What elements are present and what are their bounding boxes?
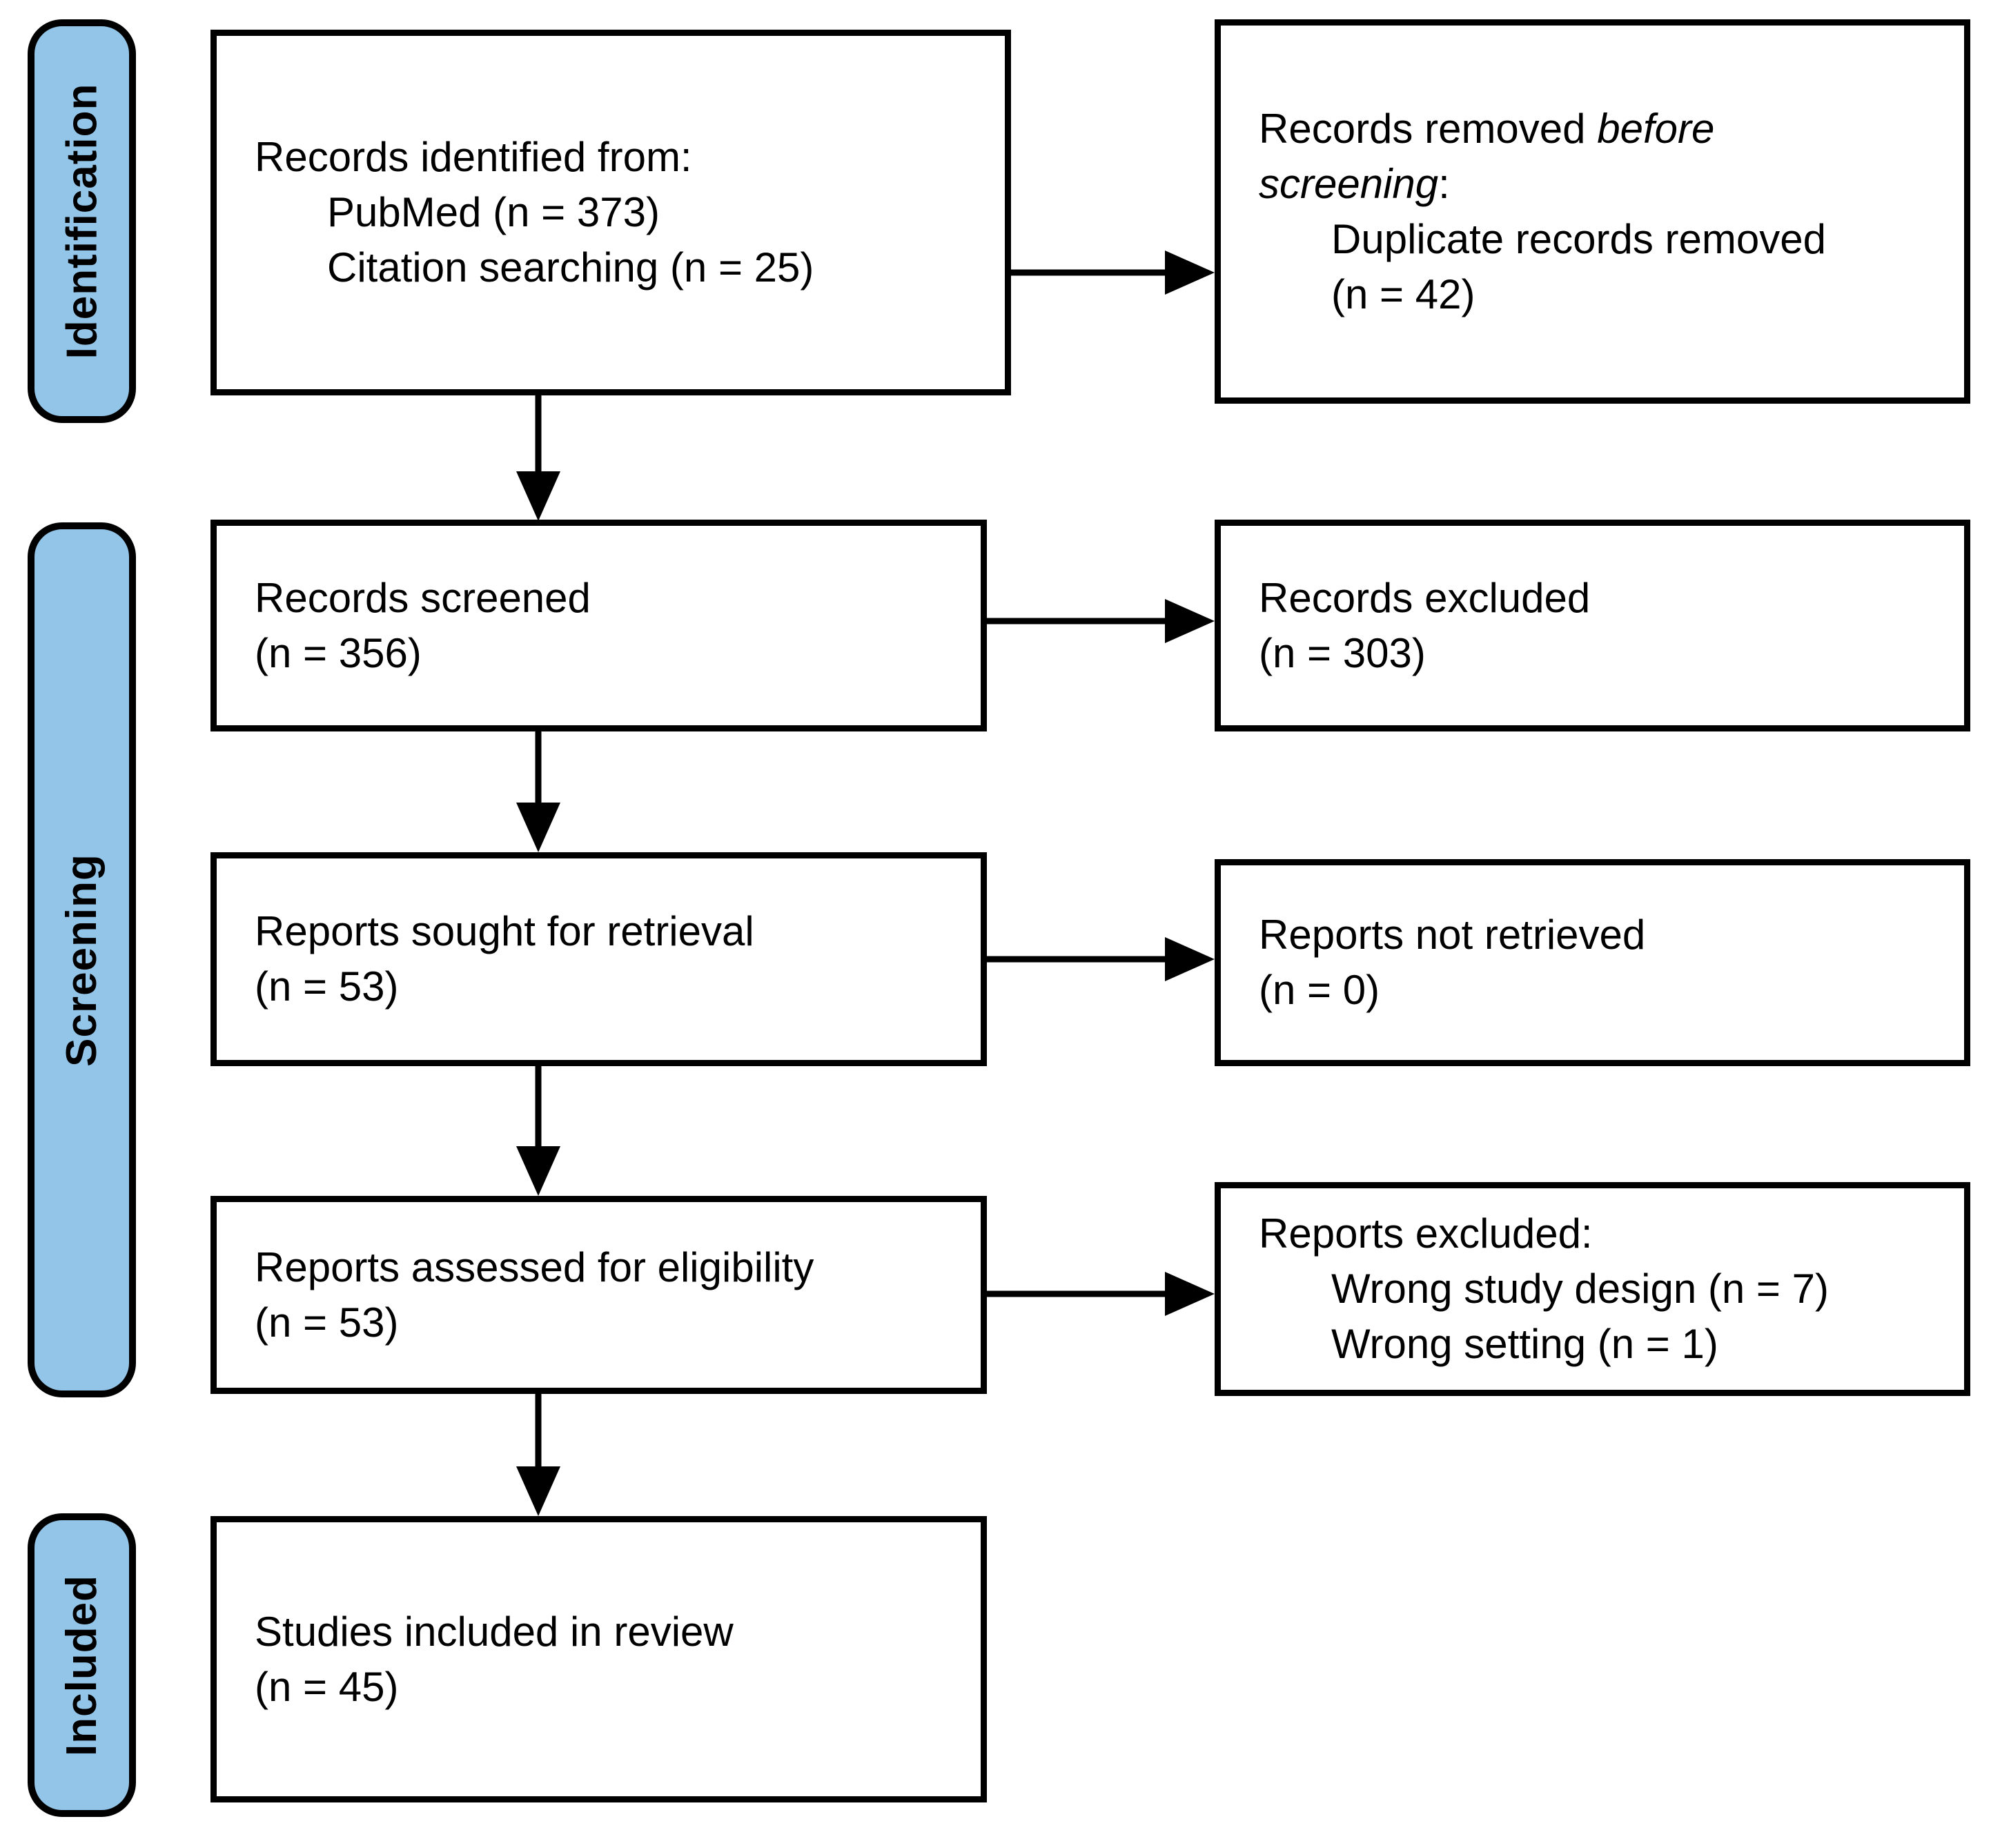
arrow-head [1165,1272,1215,1316]
flow-box-reports-excluded: Reports excluded: Wrong study design (n =… [1215,1182,1970,1396]
arrow-head [1165,250,1215,295]
arrow-identified-to-screened [516,395,560,521]
text-segment: (n = 42) [1331,271,1475,317]
text-line: Records excluded [1259,571,1943,626]
arrow-head [516,471,560,521]
stage-label-text: Included [58,1574,106,1756]
text-line: Records removed before [1259,101,1943,157]
stage-label-text: Screening [58,853,106,1067]
text-line: (n = 42) [1259,267,1943,322]
arrow-head [1165,937,1215,981]
text-segment: (n = 356) [255,629,422,676]
italic-text-segment: before [1597,105,1715,152]
flow-box-studies-included-in-review: Studies included in review (n = 45) [210,1516,987,1802]
arrow-identified-to-removed [1011,250,1215,295]
text-segment: (n = 0) [1259,967,1380,1013]
text-segment: Citation searching (n = 25) [327,244,814,291]
text-line: (n = 303) [1259,626,1943,681]
text-line: screening: [1259,157,1943,212]
arrow-head [1165,599,1215,643]
text-segment: Reports sought for retrieval [255,908,754,954]
arrow-sought-to-not-retrieved [987,937,1215,981]
text-segment: Wrong study design (n = 7) [1331,1266,1829,1312]
flow-box-reports-not-retrieved: Reports not retrieved (n = 0) [1215,859,1970,1066]
flow-box-records-identified: Records identified from: PubMed (n = 373)… [210,30,1011,395]
text-segment: (n = 303) [1259,629,1426,676]
text-line: Duplicate records removed [1259,212,1943,267]
stage-label-text: Identification [58,83,106,360]
text-segment: Reports assessed for eligibility [255,1244,814,1290]
italic-text-segment: screening [1259,160,1439,207]
arrow-assessed-to-studies-included [516,1394,560,1516]
text-line: Reports not retrieved [1259,907,1943,963]
text-segment: (n = 53) [255,963,399,1010]
stage-label-included: Included [28,1513,136,1817]
text-segment: Reports not retrieved [1259,912,1646,958]
text-line: Wrong setting (n = 1) [1259,1317,1943,1372]
arrow-assessed-to-reports-excluded [987,1272,1215,1316]
text-line: PubMed (n = 373) [255,185,984,240]
text-line: Citation searching (n = 25) [255,240,984,295]
text-segment: Records screened [255,574,591,621]
arrow-head [516,1466,560,1516]
arrow-head [516,1146,560,1196]
text-line: Wrong study design (n = 7) [1259,1261,1943,1317]
text-segment: (n = 45) [255,1663,399,1710]
flow-box-records-screened: Records screened (n = 356) [210,520,987,731]
text-segment: Duplicate records removed [1331,215,1826,262]
flow-box-reports-sought-for-retrieval: Reports sought for retrieval (n = 53) [210,852,987,1066]
text-line: (n = 53) [255,1295,960,1350]
text-line: Studies included in review [255,1604,960,1660]
text-line: (n = 356) [255,626,960,681]
text-segment: Wrong setting (n = 1) [1331,1321,1718,1367]
stage-label-identification: Identification [28,19,136,423]
text-line: Records identified from: [255,130,984,185]
arrow-screened-to-sought [516,731,560,852]
arrow-screened-to-excluded [987,599,1215,643]
text-segment: Reports excluded: [1259,1210,1593,1257]
text-line: (n = 0) [1259,963,1943,1018]
text-segment: Studies included in review [255,1608,734,1655]
text-line: Reports sought for retrieval [255,904,960,959]
text-line: Reports excluded: [1259,1206,1943,1261]
text-line: (n = 45) [255,1660,960,1715]
text-segment: PubMed (n = 373) [327,189,660,235]
flow-box-records-excluded: Records excluded (n = 303) [1215,520,1970,731]
text-line: Reports assessed for eligibility [255,1240,960,1295]
text-segment: Records identified from: [255,134,692,180]
text-line: (n = 53) [255,959,960,1014]
text-segment: Records removed [1259,105,1598,152]
text-segment: Records excluded [1259,574,1591,621]
arrow-sought-to-assessed [516,1066,560,1196]
stage-label-screening: Screening [28,522,136,1397]
arrow-head [516,803,560,852]
text-line: Records screened [255,571,960,626]
text-segment: (n = 53) [255,1299,399,1346]
text-segment: : [1438,160,1450,207]
flow-box-reports-assessed-for-eligibility: Reports assessed for eligibility (n = 53) [210,1196,987,1394]
